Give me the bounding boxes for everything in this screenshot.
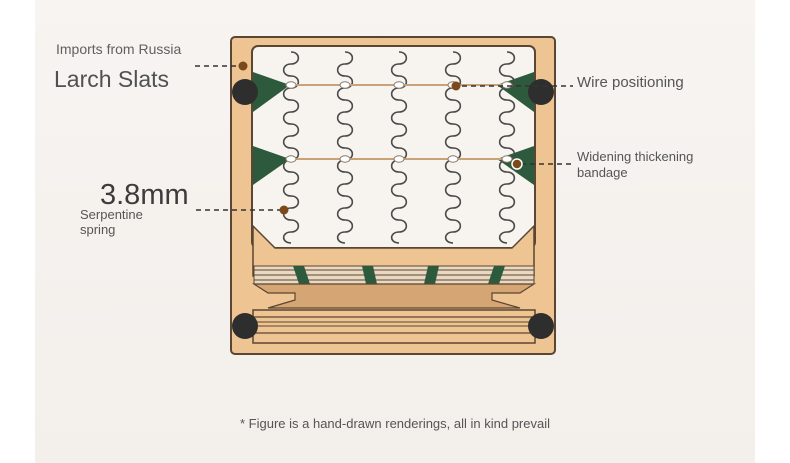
wire-clip — [447, 155, 459, 163]
marker-spring — [279, 205, 289, 215]
bandage-left-mid — [253, 146, 290, 185]
bolt-bottom-right — [528, 313, 554, 339]
marker-wire — [451, 81, 461, 91]
label-serpentine-spring: Serpentine spring — [80, 207, 143, 237]
spring-5 — [498, 51, 516, 244]
lower-bevel — [252, 224, 535, 277]
wire-clip — [285, 155, 297, 163]
wire-clip — [339, 81, 351, 89]
wire-clip — [339, 155, 351, 163]
bolt-bottom-left — [232, 313, 258, 339]
slat-strap-4 — [488, 266, 505, 284]
slat-strap-2 — [362, 266, 377, 284]
left-margin — [0, 0, 35, 463]
bolt-top-left — [232, 79, 258, 105]
label-wire-positioning: Wire positioning — [577, 74, 684, 91]
label-thickness: 3.8mm — [100, 179, 189, 211]
slat-strap-1 — [293, 266, 310, 284]
label-bandage: Widening thickening bandage — [577, 149, 694, 180]
bolt-top-right — [528, 79, 554, 105]
wire-clip — [393, 81, 405, 89]
leader-lines — [195, 65, 573, 211]
wire-clip — [501, 81, 513, 89]
marker-bandage — [511, 158, 523, 170]
slat-strap-3 — [424, 266, 439, 284]
larch-slats — [253, 265, 535, 285]
label-imports: Imports from Russia — [56, 41, 182, 57]
wire-clip — [393, 155, 405, 163]
footnote: * Figure is a hand-drawn renderings, all… — [240, 416, 550, 431]
right-margin — [755, 0, 790, 463]
wire-clip — [285, 81, 297, 89]
label-larch-slats: Larch Slats — [54, 66, 170, 92]
marker-larch — [238, 61, 248, 71]
wire-clip — [501, 155, 513, 163]
base-board — [251, 283, 537, 309]
bandage-left-top — [253, 72, 290, 112]
